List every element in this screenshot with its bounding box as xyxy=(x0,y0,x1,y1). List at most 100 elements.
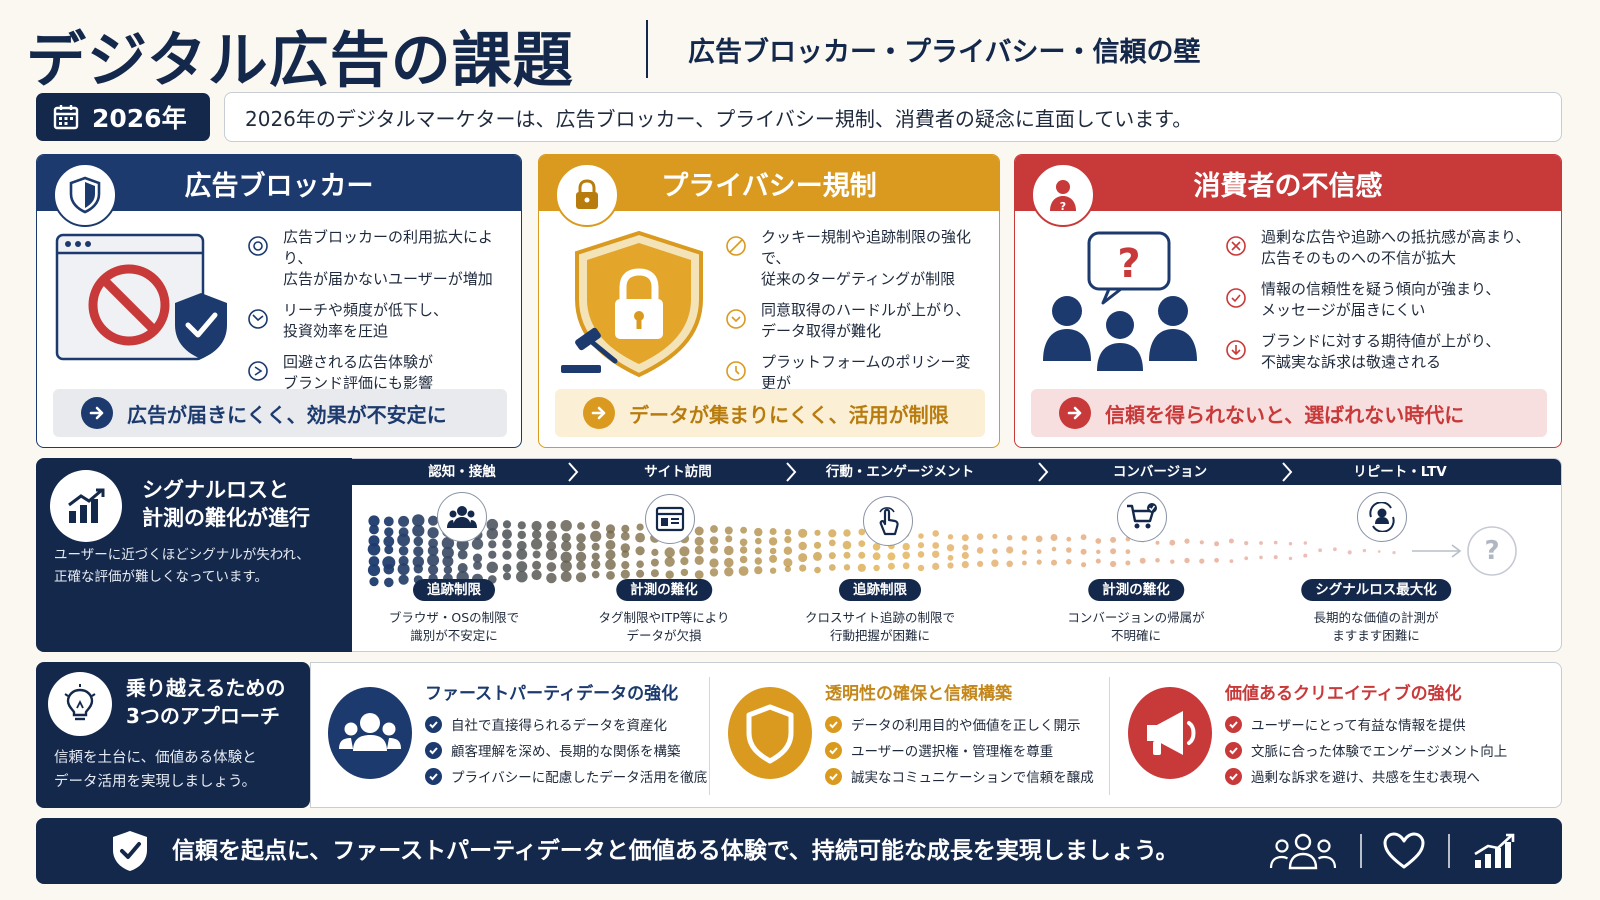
node-pill: 計測の難化 xyxy=(616,579,712,601)
signal-dot xyxy=(798,541,807,551)
policy-change-icon xyxy=(726,361,746,381)
signal-dot xyxy=(843,551,851,559)
signal-dot xyxy=(1095,558,1101,564)
signal-dot xyxy=(917,542,925,549)
signal-dot xyxy=(517,530,526,540)
signal-dot xyxy=(532,560,542,570)
title-divider xyxy=(646,20,648,78)
card-conclusion-text: 広告が届きにくく、効果が不安定に xyxy=(127,402,447,427)
signal-dot xyxy=(842,540,852,550)
stage-conversion: コンバージョン xyxy=(1112,464,1208,480)
signal-dot xyxy=(502,529,512,540)
signal-dot xyxy=(739,538,748,547)
approach-title: 透明性の確保と信頼構築 xyxy=(825,684,1012,704)
signal-dot xyxy=(858,528,866,536)
signal-dot xyxy=(591,520,601,530)
signal-dot xyxy=(798,528,808,538)
signal-dot xyxy=(635,532,645,543)
card-distrust: 消費者の不信感 ? ? 過剰な広告や追跡への抵抗感が高まり、 広告そのものへの不… xyxy=(1014,154,1562,448)
signal-dot xyxy=(784,528,792,536)
signal-dot xyxy=(828,552,836,560)
signal-dot xyxy=(516,561,528,572)
bullet-text: 同意取得のハードルが上がり、 データ取得が難化 xyxy=(761,301,971,340)
signal-dot xyxy=(961,551,969,560)
card-bullets: 過剰な広告や追跡への抵抗感が高まり、 広告そのものへの不信が拡大 情報の信頼性を… xyxy=(1225,227,1547,383)
signal-dot xyxy=(754,547,762,555)
approach-title: ファーストパーティデータの強化 xyxy=(425,684,679,704)
bullet-text: クッキー規制や追跡制限の強化で、 従来のターゲティングが制限 xyxy=(761,228,972,288)
signal-dot xyxy=(517,521,526,530)
signal-dot xyxy=(472,553,483,563)
signal-dot xyxy=(620,569,630,579)
signal-dot xyxy=(1035,535,1043,543)
card-header: 消費者の不信感 xyxy=(1015,155,1561,211)
signal-dot xyxy=(843,564,851,571)
signal-dot xyxy=(369,577,379,587)
approach-creative: 価値あるクリエイティブの強化 ユーザーにとって有益な情報を提供 文脈に合った体験… xyxy=(1111,663,1561,809)
signal-dot xyxy=(486,561,498,573)
signal-dot xyxy=(1051,546,1057,552)
signal-dot xyxy=(412,556,424,568)
signal-dot xyxy=(1288,542,1293,546)
signal-dot xyxy=(1081,562,1087,568)
signal-dot xyxy=(961,561,969,569)
signal-dot xyxy=(488,540,497,549)
signal-dot xyxy=(710,525,718,533)
signal-dot xyxy=(738,566,749,576)
blocked-browser-illustration xyxy=(55,233,227,361)
signal-dot xyxy=(471,538,484,550)
signal-dots-flow xyxy=(367,514,1517,588)
column-divider xyxy=(709,677,710,795)
signal-desc: ユーザーに近づくほどシグナルが失われ、 正確な評価が難しくなっています。 xyxy=(54,547,310,585)
signal-dot xyxy=(398,515,410,527)
signal-dot xyxy=(1080,548,1087,555)
signal-dot xyxy=(680,557,689,566)
signal-dot xyxy=(798,553,808,563)
signal-dot xyxy=(368,556,380,567)
signal-dot xyxy=(1006,560,1013,568)
signal-dot xyxy=(1199,558,1205,564)
signal-dot xyxy=(725,535,733,543)
signal-dot xyxy=(932,562,940,570)
check-icon xyxy=(425,741,442,759)
signal-dot xyxy=(486,518,499,531)
shield-check-icon xyxy=(113,831,147,871)
stage-awareness: 認知・接触 xyxy=(428,464,496,480)
card-conclusion: 広告が届きにくく、効果が不安定に xyxy=(53,389,507,437)
signal-dot xyxy=(368,515,380,527)
chevron-right-icon xyxy=(1282,462,1293,482)
stage-bar xyxy=(352,459,1561,485)
stage-engagement: 行動・エンゲージメント xyxy=(825,464,975,480)
signal-dot xyxy=(620,543,630,553)
signal-dot xyxy=(1006,534,1013,541)
card-privacy: プライバシー規制 クッキー規制や追跡制限の強化で、 従来のターゲティングが制限 … xyxy=(538,154,1000,448)
signal-dot xyxy=(1259,555,1263,560)
signal-dot xyxy=(650,558,659,567)
signal-loss-panel: シグナルロスと 計測の難化が進行 ユーザーに近づくほどシグナルが失われ、 正確な… xyxy=(36,458,352,652)
shield-icon xyxy=(69,176,101,214)
signal-dot xyxy=(398,527,409,538)
signal-dot xyxy=(546,520,556,530)
signal-dot xyxy=(442,555,454,567)
signal-dot xyxy=(754,527,763,537)
stage-visit: サイト訪問 xyxy=(644,464,712,480)
approach-point: ユーザーの選択権・管理権を尊重 xyxy=(825,737,1094,763)
signal-dot xyxy=(917,564,925,572)
signal-dot xyxy=(813,551,822,561)
user-cycle-icon xyxy=(1357,492,1407,542)
signal-dot xyxy=(947,554,954,561)
signal-dot xyxy=(591,542,600,551)
signal-dot xyxy=(636,569,645,578)
signal-dot xyxy=(1184,538,1190,544)
signal-dot xyxy=(650,569,659,578)
shield-lock-gavel-illustration xyxy=(561,230,703,378)
signal-dot xyxy=(397,533,410,547)
page-title: デジタル広告の課題 xyxy=(26,26,574,96)
approach-point-text: プライバシーに配慮したデータ活用を徹底 xyxy=(451,770,708,786)
signal-dot xyxy=(383,516,394,527)
signal-dot xyxy=(605,524,616,534)
signal-dot xyxy=(532,550,541,559)
signal-dot xyxy=(561,540,572,552)
signal-dot xyxy=(768,537,778,546)
signal-dot xyxy=(946,544,955,552)
